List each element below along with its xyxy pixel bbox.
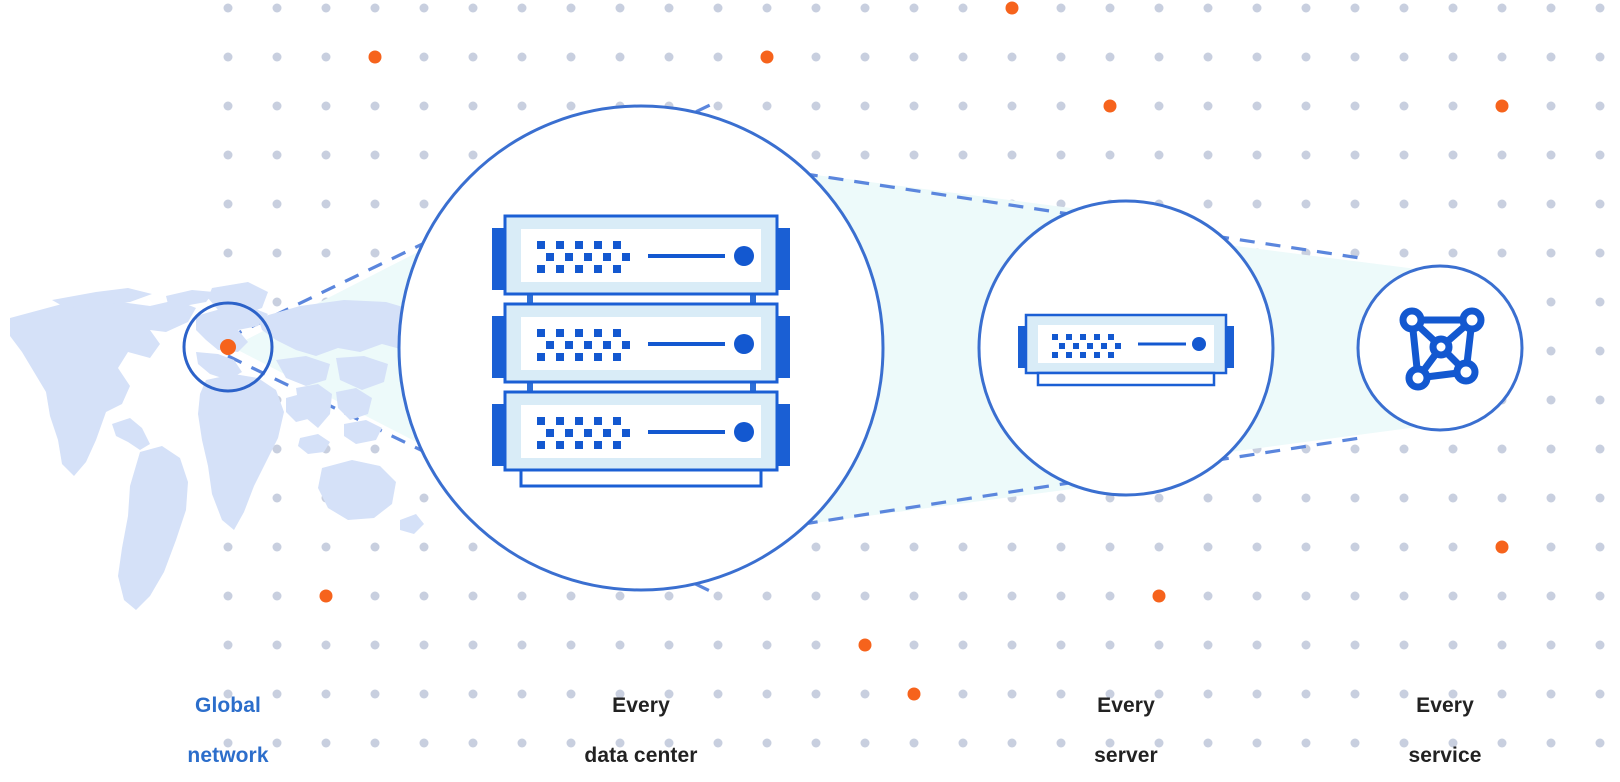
network-node-dots: [1399, 307, 1485, 391]
map-landmasses: [10, 282, 458, 610]
server-unit-base: [1036, 371, 1216, 387]
label-global-network-line2: network: [187, 744, 269, 767]
label-global-network-line1: Global: [195, 694, 261, 717]
map-highlight-circle: [182, 301, 274, 393]
rack-unit-1: [492, 214, 790, 296]
label-global-network[interactable]: Global network: [128, 668, 328, 782]
server-rack-icon: [492, 214, 790, 488]
label-data-center[interactable]: Every data center: [541, 668, 741, 782]
label-service[interactable]: Every service: [1345, 668, 1545, 782]
map-location-marker: [220, 339, 236, 355]
rack-unit-2: [492, 302, 790, 384]
label-server-line2: server: [1094, 744, 1158, 767]
label-data-center-line1: Every: [612, 694, 670, 717]
rack-base: [519, 468, 763, 488]
label-data-center-line2: data center: [584, 744, 698, 767]
label-service-line2: service: [1408, 744, 1482, 767]
label-server-line1: Every: [1097, 694, 1155, 717]
label-server[interactable]: Every server: [1026, 668, 1226, 782]
rack-unit-3: [492, 390, 790, 472]
label-service-line1: Every: [1416, 694, 1474, 717]
server-unit-icon: [1018, 313, 1234, 387]
